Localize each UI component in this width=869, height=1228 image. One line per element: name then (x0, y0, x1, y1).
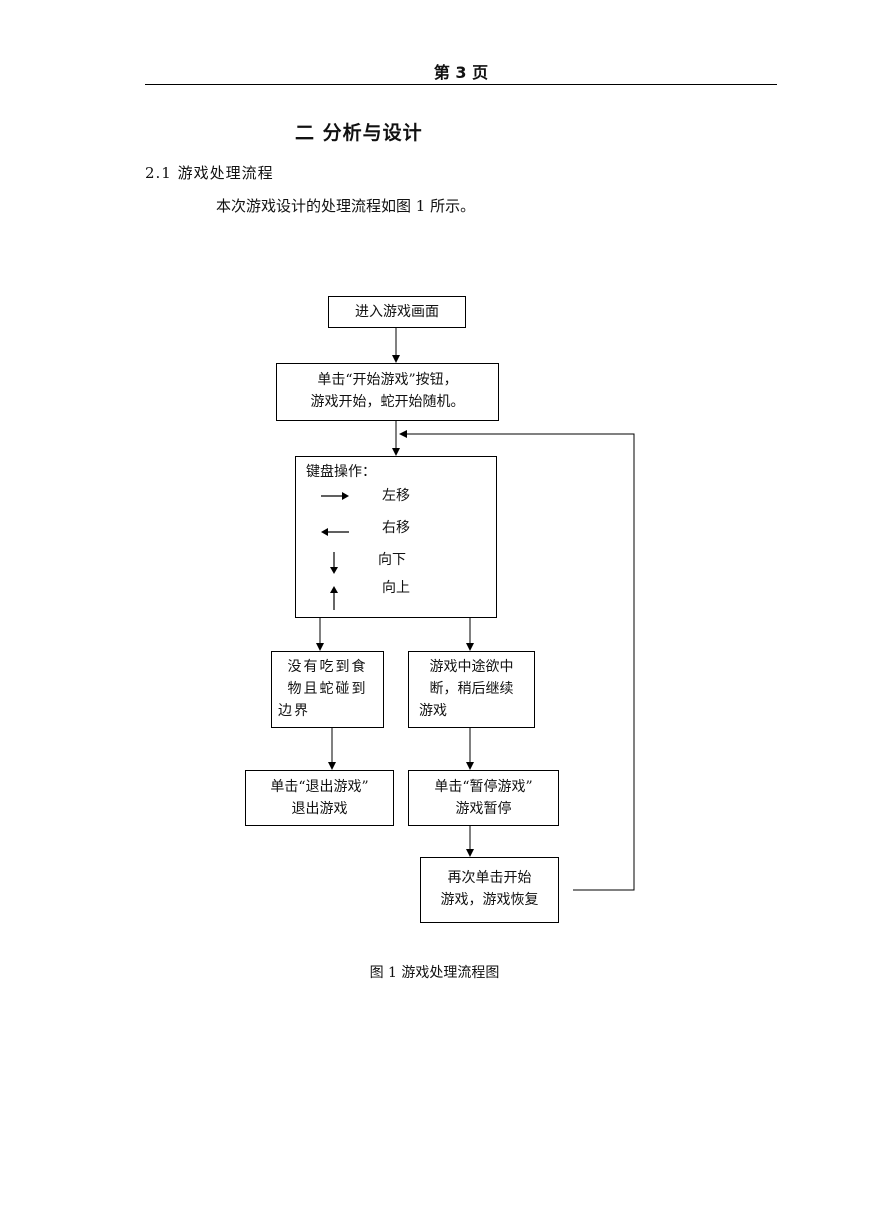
box-pause-game: 单击“暂停游戏” 游戏暂停 (408, 770, 559, 826)
box-exit-line1: 单击“退出游戏” (270, 779, 369, 795)
keyboard-title: 键盘操作： (306, 464, 376, 480)
arrow-down-icon (330, 552, 338, 574)
box-resume-line1: 再次单击开始 (447, 870, 532, 886)
arrow-right-icon (321, 492, 349, 500)
box-nofood-line1: 没有吃到食 (287, 659, 368, 675)
page-header: 第 3 页 (145, 62, 777, 85)
box-resume-line2: 游戏，游戏恢复 (440, 892, 539, 908)
key-down-label: 向下 (378, 552, 406, 568)
box-keyboard: 键盘操作： 左移 右移 向下 向上 (295, 456, 497, 618)
box-enter-game: 进入游戏画面 (328, 296, 466, 328)
box-exit-game: 单击“退出游戏” 退出游戏 (245, 770, 394, 826)
key-right-label: 右移 (382, 520, 410, 536)
box-nofood-line2: 物且蛇碰到 (287, 681, 368, 697)
box-start-line1: 单击“开始游戏”按钮， (317, 372, 458, 388)
box-start-game: 单击“开始游戏”按钮， 游戏开始，蛇开始随机。 (276, 363, 499, 421)
box-enter-text: 进入游戏画面 (355, 304, 439, 320)
box-resume-game: 再次单击开始 游戏，游戏恢复 (420, 857, 559, 923)
box-no-food-collision: 没有吃到食 物且蛇碰到 边界 (271, 651, 384, 728)
key-left-label: 左移 (382, 488, 410, 504)
figure-caption: 图 1 游戏处理流程图 (369, 965, 500, 981)
arrow-up-icon (330, 586, 338, 610)
box-pause-line1: 单击“暂停游戏” (434, 779, 533, 795)
arrow-left-icon (321, 528, 349, 536)
loop-back-line (399, 430, 635, 891)
key-up-label: 向上 (382, 580, 410, 596)
intro-paragraph: 本次游戏设计的处理流程如图 1 所示。 (216, 197, 476, 215)
box-pausewant-line2: 断，稍后继续 (429, 681, 514, 697)
chapter-title: 二 分析与设计 (295, 122, 423, 144)
box-pausewant-line1: 游戏中途欲中 (429, 659, 514, 675)
box-exit-line2: 退出游戏 (291, 801, 348, 817)
box-start-line2: 游戏开始，蛇开始随机。 (310, 394, 465, 410)
box-pause-line2: 游戏暂停 (455, 801, 512, 817)
box-nofood-line3: 边界 (278, 703, 310, 719)
section-title: 2.1 游戏处理流程 (145, 164, 274, 182)
box-pausewant-line3: 游戏 (419, 703, 447, 719)
box-pause-want: 游戏中途欲中 断，稍后继续 游戏 (408, 651, 535, 728)
page-number: 第 3 页 (433, 63, 489, 82)
